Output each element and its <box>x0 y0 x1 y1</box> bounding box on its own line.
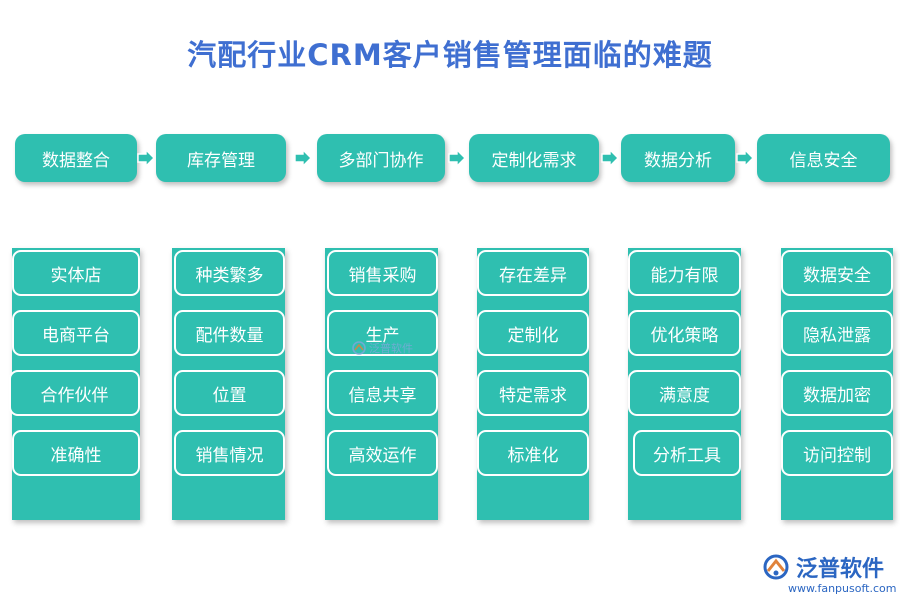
list-item: 访问控制 <box>781 430 893 476</box>
list-item: 标准化 <box>477 430 589 476</box>
column-inventory: 种类繁多 配件数量 位置 销售情况 <box>172 248 285 520</box>
list-item: 准确性 <box>12 430 140 476</box>
list-item: 数据加密 <box>781 370 893 416</box>
logo-text: 泛普软件 <box>796 557 885 582</box>
column-customization: 存在差异 定制化 特定需求 标准化 <box>477 248 589 520</box>
right-arrow-icon <box>601 149 619 167</box>
list-item: 信息共享 <box>327 370 438 416</box>
list-item: 定制化 <box>477 310 589 356</box>
right-arrow-icon <box>137 149 155 167</box>
list-item: 优化策略 <box>628 310 741 356</box>
header-data-integration: 数据整合 <box>15 134 137 182</box>
page-title: 汽配行业CRM客户销售管理面临的难题 <box>187 38 713 72</box>
list-item: 销售情况 <box>174 430 285 476</box>
fanpu-logo-icon <box>763 554 789 580</box>
list-item: 种类繁多 <box>174 250 285 296</box>
right-arrow-icon <box>294 149 312 167</box>
brand-logo: 泛普软件 <box>762 551 884 583</box>
list-item: 生产 <box>327 310 438 356</box>
list-item: 高效运作 <box>327 430 438 476</box>
header-collaboration: 多部门协作 <box>317 134 445 182</box>
list-item: 分析工具 <box>633 430 741 476</box>
list-item: 电商平台 <box>12 310 140 356</box>
right-arrow-icon <box>448 149 466 167</box>
list-item: 销售采购 <box>327 250 438 296</box>
watermark-text: 泛普软件 <box>369 342 413 355</box>
header-customization: 定制化需求 <box>469 134 599 182</box>
header-security: 信息安全 <box>757 134 890 182</box>
watermark-center: 泛普软件 <box>352 340 413 356</box>
list-item: 合作伙伴 <box>9 370 140 416</box>
fanpu-logo-icon <box>352 341 366 355</box>
list-item: 能力有限 <box>628 250 741 296</box>
list-item: 特定需求 <box>477 370 589 416</box>
list-item: 存在差异 <box>477 250 589 296</box>
column-analysis: 能力有限 优化策略 满意度 分析工具 <box>628 248 741 520</box>
list-item: 满意度 <box>628 370 741 416</box>
list-item: 配件数量 <box>174 310 285 356</box>
logo-url: www.fanpusoft.com <box>788 582 897 595</box>
list-item: 实体店 <box>12 250 140 296</box>
list-item: 位置 <box>174 370 285 416</box>
column-security: 数据安全 隐私泄露 数据加密 访问控制 <box>781 248 893 520</box>
list-item: 隐私泄露 <box>781 310 893 356</box>
right-arrow-icon <box>736 149 754 167</box>
list-item: 数据安全 <box>781 250 893 296</box>
header-analysis: 数据分析 <box>621 134 735 182</box>
column-collaboration: 销售采购 生产 信息共享 高效运作 <box>325 248 438 520</box>
header-inventory: 库存管理 <box>156 134 286 182</box>
column-data-integration: 实体店 电商平台 合作伙伴 准确性 <box>9 248 140 520</box>
